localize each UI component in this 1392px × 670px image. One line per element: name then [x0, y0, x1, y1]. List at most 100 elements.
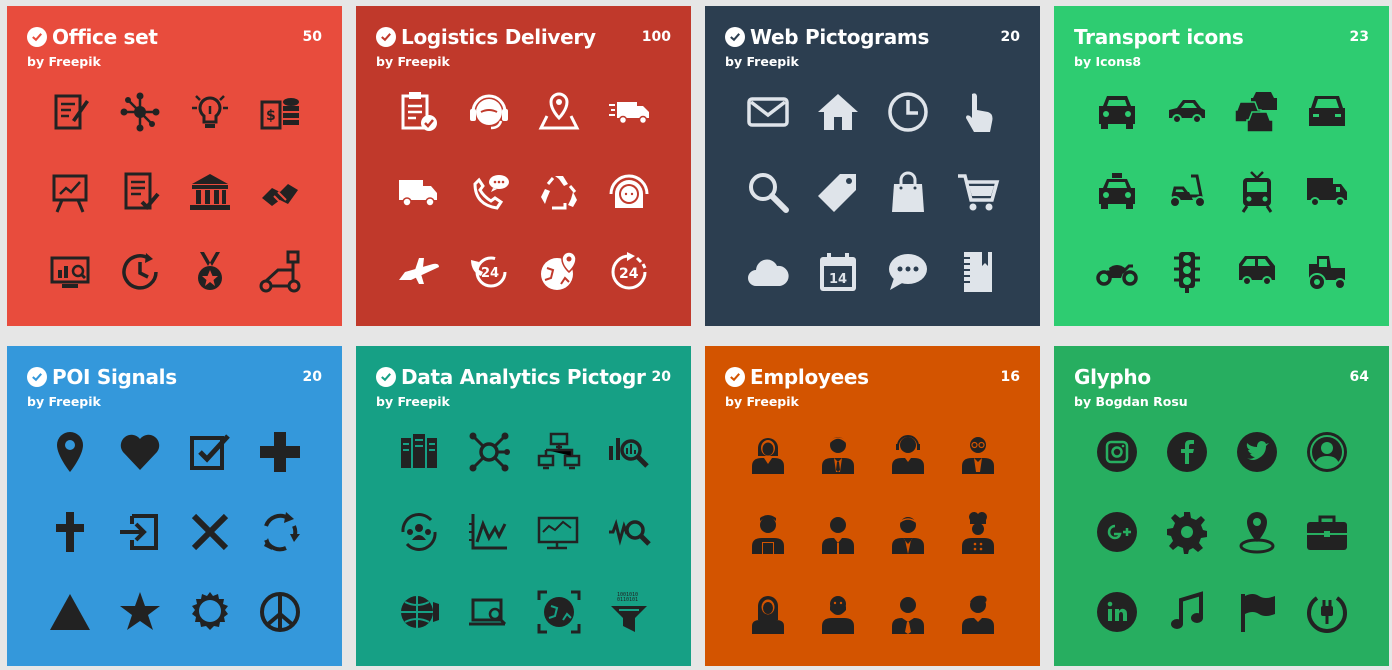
music-icon	[1152, 590, 1222, 670]
traffic-light-icon	[1152, 250, 1222, 330]
card-title: Office set	[52, 25, 158, 49]
linkedin-icon	[1082, 590, 1152, 670]
line-chart-icon	[454, 510, 524, 590]
presentation-board-icon	[35, 170, 105, 250]
speech-bubble-icon	[873, 250, 943, 330]
card-author: by Freepik	[27, 54, 101, 69]
svg-text:0110101: 0110101	[617, 597, 638, 603]
plus-icon	[245, 430, 315, 510]
power-plug-icon	[1292, 590, 1362, 670]
clock-icon	[873, 90, 943, 170]
svg-text:24: 24	[481, 266, 499, 281]
card-author: by Bogdan Rosu	[1074, 394, 1188, 409]
triangle-icon	[35, 590, 105, 670]
svg-text:24: 24	[619, 266, 639, 282]
icon-preview-grid	[1074, 90, 1369, 330]
laptop-search-icon	[454, 590, 524, 670]
map-pin-icon	[524, 90, 594, 170]
shopping-cart-icon	[943, 170, 1013, 250]
briefcase-icon	[1292, 510, 1362, 590]
team-cycle-icon	[384, 510, 454, 590]
delivery-truck-icon	[384, 170, 454, 250]
traffic-jam-icon	[1222, 90, 1292, 170]
headset-agent-icon	[454, 90, 524, 170]
wave-search-icon	[594, 510, 664, 590]
card-poi-signals[interactable]: POI Signals 20 by Freepik	[7, 346, 342, 666]
globe-gear-icon	[384, 590, 454, 670]
cross-icon	[35, 510, 105, 590]
lightbulb-icon	[175, 90, 245, 170]
money-coins-icon: $	[245, 90, 315, 170]
phone-chat-icon	[454, 170, 524, 250]
star-icon	[105, 590, 175, 670]
tag-icon	[803, 170, 873, 250]
shopping-bag-icon	[873, 170, 943, 250]
card-author: by Freepik	[27, 394, 101, 409]
mail-icon	[733, 90, 803, 170]
network-hub-icon	[454, 430, 524, 510]
chef-icon	[943, 510, 1013, 590]
location-icon	[1222, 510, 1292, 590]
truck-icon	[1292, 170, 1362, 250]
user-icon	[1292, 430, 1362, 510]
card-glypho[interactable]: Glypho 64 by Bogdan Rosu	[1054, 346, 1389, 666]
verified-badge-icon	[725, 27, 745, 47]
card-title: Web Pictograms	[750, 25, 930, 49]
notebook-icon	[943, 250, 1013, 330]
globe-pin-icon	[524, 250, 594, 330]
card-title: Transport icons	[1074, 25, 1244, 49]
card-title: Glypho	[1074, 365, 1151, 389]
man-employee-icon	[803, 510, 873, 590]
verified-badge-icon	[376, 27, 396, 47]
svg-text:14: 14	[829, 272, 847, 287]
phone-24-icon: 24	[454, 250, 524, 330]
handshake-icon	[245, 170, 315, 250]
icon-count: 50	[302, 29, 322, 45]
cloud-icon	[733, 250, 803, 330]
card-employees[interactable]: Employees 16 by Freepik	[705, 346, 1040, 666]
man-glasses-icon	[943, 430, 1013, 510]
icon-count: 20	[1000, 29, 1020, 45]
car-side-icon	[1152, 90, 1222, 170]
monitor-chart-icon	[35, 250, 105, 330]
taxi-icon	[1082, 170, 1152, 250]
icon-count: 100	[641, 29, 671, 45]
checklist-icon	[105, 170, 175, 250]
recycle-icon	[524, 170, 594, 250]
card-office-set[interactable]: Office set 50 by Freepik $	[7, 6, 342, 326]
settings-icon	[1152, 510, 1222, 590]
verified-badge-icon	[376, 367, 396, 387]
clipboard-check-icon	[384, 90, 454, 170]
man-tie-icon	[873, 590, 943, 670]
document-edit-icon	[35, 90, 105, 170]
icon-count: 23	[1349, 29, 1369, 45]
card-author: by Freepik	[725, 54, 799, 69]
motorcycle-icon	[1082, 250, 1152, 330]
flowchart-icon	[245, 250, 315, 330]
card-data-analytics-pictograms[interactable]: Data Analytics Pictograms 20 by Freepik …	[356, 346, 691, 666]
twitter-icon	[1222, 430, 1292, 510]
woman-employee-icon	[733, 430, 803, 510]
businessman-icon	[803, 430, 873, 510]
instagram-icon	[1082, 430, 1152, 510]
checkbox-icon	[175, 430, 245, 510]
verified-badge-icon	[27, 27, 47, 47]
presentation-screen-icon	[524, 510, 594, 590]
icon-preview-grid	[27, 430, 322, 670]
time-cycle-icon	[105, 250, 175, 330]
card-web-pictograms[interactable]: Web Pictograms 20 by Freepik 14	[705, 6, 1040, 326]
globe-target-icon	[524, 590, 594, 670]
waitress-icon	[733, 510, 803, 590]
icon-count: 20	[302, 369, 322, 385]
card-logistics-delivery[interactable]: Logistics Delivery 100 by Freepik 24 24	[356, 6, 691, 326]
location-pin-icon	[35, 430, 105, 510]
verified-badge-icon	[725, 367, 745, 387]
search-icon	[733, 170, 803, 250]
bearded-man-icon	[803, 590, 873, 670]
verified-badge-icon	[27, 367, 47, 387]
servers-icon	[384, 430, 454, 510]
card-transport-icons[interactable]: Transport icons 23 by Icons8	[1054, 6, 1389, 326]
card-title: Employees	[750, 365, 869, 389]
